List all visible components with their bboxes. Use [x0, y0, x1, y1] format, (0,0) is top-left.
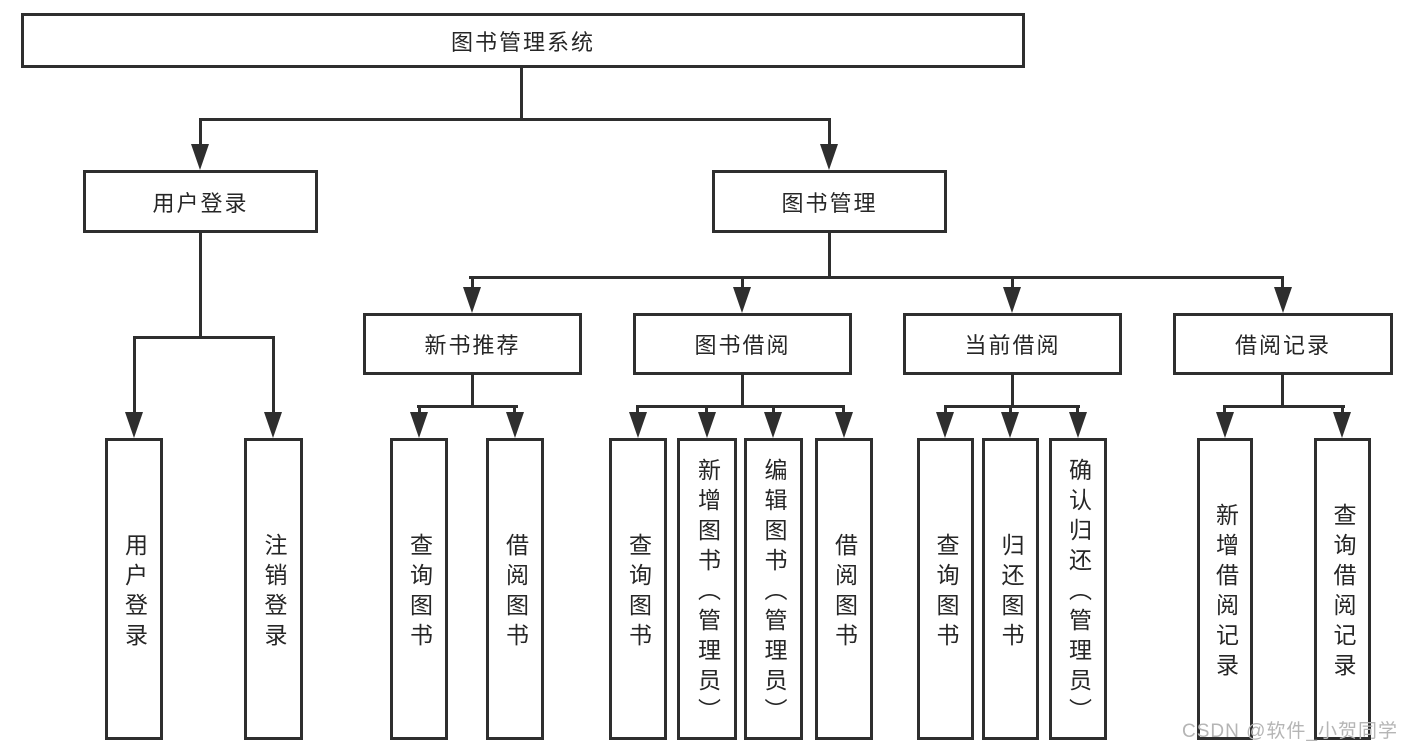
connector-stem [944, 405, 947, 414]
arrow-down-icon [820, 144, 838, 170]
node-new-book-recommend: 新书推荐 [363, 313, 582, 375]
connector-userlogin-horizontal [133, 336, 275, 339]
leaf-records-add: 新增借阅记录 [1197, 438, 1253, 740]
node-root: 图书管理系统 [21, 13, 1025, 68]
connector-stem [1076, 405, 1079, 414]
connector-borrow-horizontal [636, 405, 845, 408]
connector-stem [741, 276, 744, 289]
leaf-logout: 注销登录 [244, 438, 303, 740]
leaf-records-query: 查询借阅记录 [1314, 438, 1371, 740]
connector-records-stem [1281, 375, 1284, 408]
connector-stem [636, 405, 639, 414]
connector-borrow-stem [741, 375, 744, 408]
csdn-watermark: CSDN @软件_小贺同学 [1182, 721, 1398, 742]
connector-userlogin-stem [199, 233, 202, 336]
connector-stem [199, 118, 202, 148]
leaf-user-login: 用户登录 [105, 438, 163, 740]
connector-stem [1009, 405, 1012, 414]
connector-stem [705, 405, 708, 414]
connector-recommend-horizontal [417, 405, 518, 408]
leaf-current-query-books: 查询图书 [917, 438, 974, 740]
connector-root-horizontal [199, 118, 831, 121]
connector-stem [513, 405, 516, 414]
connector-stem [272, 336, 275, 415]
connector-current-stem [1011, 375, 1014, 408]
connector-root-stem [520, 68, 523, 118]
connector-recommend-stem [471, 375, 474, 408]
leaf-recommend-borrow-books: 借阅图书 [486, 438, 544, 740]
leaf-current-confirm-return: 确认归还（管理员） [1049, 438, 1107, 740]
arrow-down-icon [506, 412, 524, 438]
connector-records-horizontal [1223, 405, 1345, 408]
leaf-borrow-add-books: 新增图书（管理员） [677, 438, 737, 740]
arrow-down-icon [936, 412, 954, 438]
arrow-down-icon [1333, 412, 1351, 438]
arrow-down-icon [191, 144, 209, 170]
leaf-borrow-query-books: 查询图书 [609, 438, 667, 740]
arrow-down-icon [764, 412, 782, 438]
node-book-borrow: 图书借阅 [633, 313, 852, 375]
connector-stem [1281, 276, 1284, 289]
connector-bookmgmt-horizontal [469, 276, 1283, 279]
leaf-recommend-query-books: 查询图书 [390, 438, 448, 740]
arrow-down-icon [1274, 287, 1292, 313]
leaf-borrow-edit-books: 编辑图书（管理员） [744, 438, 803, 740]
node-book-management: 图书管理 [712, 170, 947, 233]
node-user-login: 用户登录 [83, 170, 318, 233]
connector-stem [471, 276, 474, 289]
arrow-down-icon [1003, 287, 1021, 313]
arrow-down-icon [629, 412, 647, 438]
arrow-down-icon [698, 412, 716, 438]
node-current-borrow: 当前借阅 [903, 313, 1122, 375]
arrow-down-icon [264, 412, 282, 438]
connector-stem [772, 405, 775, 414]
node-borrow-records: 借阅记录 [1173, 313, 1393, 375]
arrow-down-icon [1069, 412, 1087, 438]
connector-stem [1011, 276, 1014, 289]
arrow-down-icon [733, 287, 751, 313]
connector-stem [1341, 405, 1344, 414]
leaf-borrow-borrow-books: 借阅图书 [815, 438, 873, 740]
arrow-down-icon [125, 412, 143, 438]
connector-stem [842, 405, 845, 414]
connector-stem [1223, 405, 1226, 414]
arrow-down-icon [463, 287, 481, 313]
arrow-down-icon [835, 412, 853, 438]
leaf-current-return-books: 归还图书 [982, 438, 1039, 740]
arrow-down-icon [410, 412, 428, 438]
connector-stem [828, 118, 831, 148]
connector-current-horizontal [944, 405, 1080, 408]
arrow-down-icon [1216, 412, 1234, 438]
connector-bookmgmt-stem [828, 233, 831, 276]
arrow-down-icon [1001, 412, 1019, 438]
connector-stem [133, 336, 136, 415]
connector-stem [418, 405, 421, 414]
